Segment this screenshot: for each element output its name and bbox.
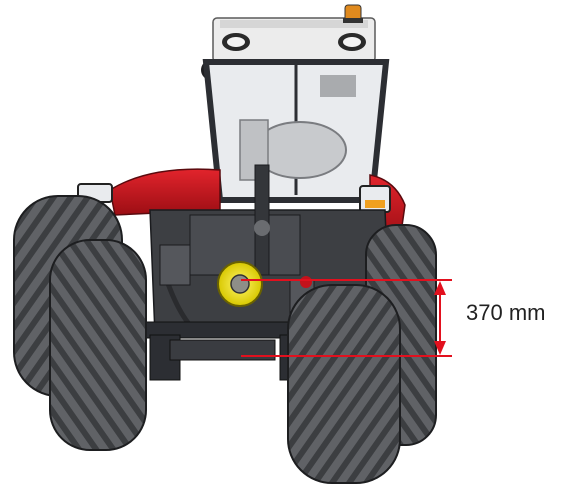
beacon-base (343, 18, 363, 23)
double-arrow-vertical-icon (434, 281, 446, 355)
work-light-lens (227, 37, 245, 47)
cab-roof-trim (220, 20, 368, 28)
left-rear-tyre (49, 239, 147, 451)
right-indicator (359, 185, 391, 213)
left-wheels (13, 195, 147, 451)
top-link-pin (254, 220, 270, 236)
coupler-cap (300, 276, 312, 288)
dimension-annotation (241, 279, 452, 357)
pto-shaft (230, 274, 250, 294)
cab-interior-panel (320, 75, 356, 97)
dimension-label: 370 mm (466, 300, 546, 325)
left-fender (109, 168, 221, 216)
work-light-lens (343, 37, 361, 47)
cab (201, 4, 390, 203)
seat (239, 119, 269, 181)
right-outer-tyre (287, 284, 401, 484)
hydraulic-coupler-left (159, 244, 191, 286)
right-indicator-lamp (365, 200, 385, 208)
